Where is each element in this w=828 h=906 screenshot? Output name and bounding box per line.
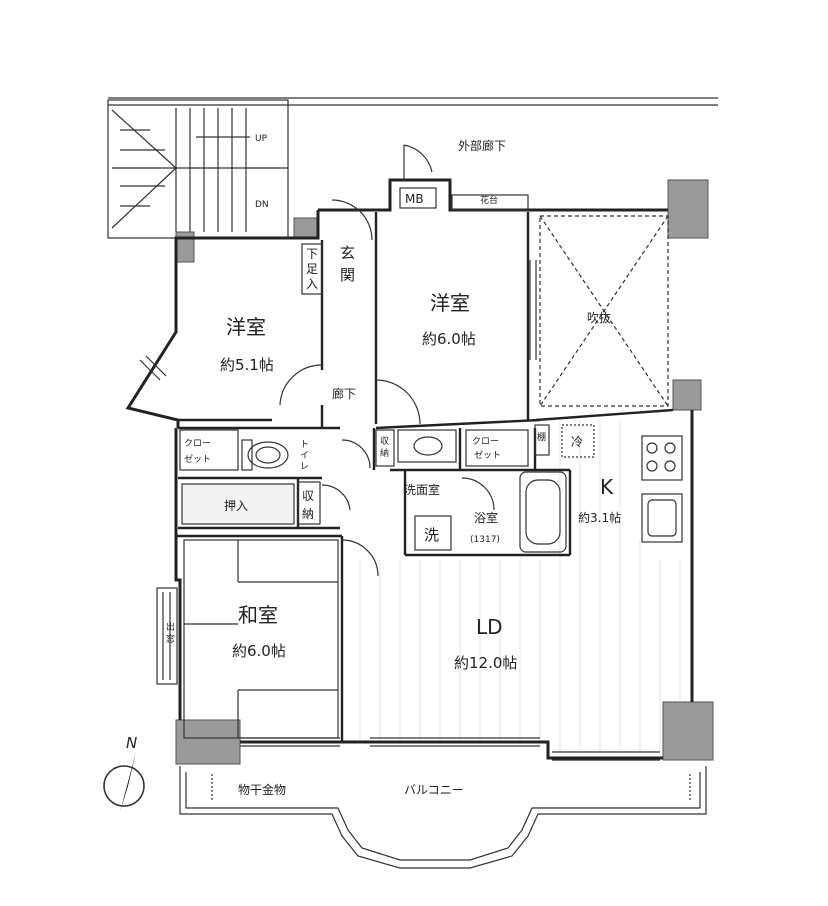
pillars bbox=[175, 179, 714, 765]
washitsu-size: 約6.0帖 bbox=[232, 642, 286, 660]
kitchen-label: K bbox=[600, 475, 614, 499]
closet-west-line2: ゼット bbox=[184, 453, 211, 465]
ld-size: 約12.0帖 bbox=[454, 654, 517, 672]
shelf-label: 棚 bbox=[537, 431, 546, 443]
kitchen-size: 約3.1帖 bbox=[578, 510, 621, 525]
shoe-cupboard bbox=[301, 243, 323, 295]
bath-size-label: (1317) bbox=[470, 535, 500, 545]
shoe-cupboard-char-3: 入 bbox=[306, 277, 318, 291]
toilet-char-3: レ bbox=[300, 462, 309, 472]
closet-east-line2: ゼット bbox=[474, 449, 501, 461]
room-n-size: 約6.0帖 bbox=[422, 330, 476, 348]
washitsu-name: 和室 bbox=[238, 603, 278, 627]
washer-box bbox=[414, 515, 452, 551]
closet-east bbox=[465, 429, 529, 467]
interior-walls bbox=[176, 212, 674, 742]
wash-basin bbox=[397, 429, 457, 463]
room-nw-name: 洋室 bbox=[226, 315, 266, 339]
storage-small-char-1: 収 bbox=[380, 435, 389, 447]
storage-small-char-2: 納 bbox=[380, 447, 389, 459]
balcony-label: バルコニー bbox=[404, 783, 464, 797]
ld-flooring bbox=[359, 420, 681, 752]
mb-box bbox=[399, 187, 437, 209]
flower-stand-label: 花台 bbox=[480, 194, 498, 206]
storage-2-char-1: 収 bbox=[302, 489, 314, 503]
closet-west bbox=[179, 429, 239, 471]
storage-2-char-2: 納 bbox=[302, 507, 314, 521]
ld-label: LD bbox=[476, 615, 503, 639]
fukinuke-label: 吹抜 bbox=[587, 311, 611, 325]
balcony bbox=[179, 766, 707, 869]
closet-west-line1: クロー bbox=[184, 438, 211, 449]
oshiire-box bbox=[181, 483, 295, 525]
kitchen-sink bbox=[641, 493, 683, 543]
genkan-label-1: 玄 bbox=[340, 244, 355, 262]
north-compass bbox=[103, 752, 145, 812]
fridge-space bbox=[561, 424, 595, 458]
outer-corridor-rail bbox=[108, 97, 718, 106]
genkan-label-2: 関 bbox=[340, 266, 355, 284]
toilet-char-2: イ bbox=[300, 451, 309, 461]
windows bbox=[139, 260, 660, 761]
bathtub bbox=[519, 471, 567, 553]
demado-char-2: 窓 bbox=[166, 633, 175, 645]
closet-east-line1: クロー bbox=[472, 436, 499, 447]
wash-label: 洗 bbox=[424, 526, 439, 544]
demado-char-1: 出 bbox=[166, 621, 175, 633]
toilet-char-1: ト bbox=[300, 440, 309, 450]
fridge-label: 冷 bbox=[571, 435, 583, 449]
bath-label: 浴室 bbox=[474, 510, 498, 525]
storage-2-box bbox=[297, 481, 321, 525]
senmen-label: 洗面室 bbox=[404, 482, 440, 497]
mb-label: MB bbox=[405, 192, 424, 206]
fukinuke-void bbox=[539, 215, 669, 407]
outer-corridor-label: 外部廊下 bbox=[458, 138, 506, 153]
bay-window bbox=[156, 587, 178, 685]
room-n-name: 洋室 bbox=[430, 291, 470, 315]
storage-small bbox=[375, 429, 395, 467]
stair-down-label: DN bbox=[255, 200, 269, 210]
staircase bbox=[107, 99, 289, 239]
oshiire-label: 押入 bbox=[224, 499, 248, 513]
stove bbox=[641, 435, 683, 481]
hallway-label: 廊下 bbox=[332, 386, 356, 401]
door-swings bbox=[279, 144, 495, 577]
monohoshi-label: 物干金物 bbox=[238, 782, 286, 797]
flower-stand-box bbox=[451, 194, 529, 211]
shoe-cupboard-char-1: 下 bbox=[306, 247, 318, 261]
north-label: N bbox=[126, 734, 137, 752]
tatami-layout bbox=[183, 539, 339, 739]
toilet-fixture bbox=[241, 439, 289, 471]
room-nw-size: 約5.1帖 bbox=[220, 356, 274, 374]
stair-up-label: UP bbox=[255, 134, 268, 144]
shelf-box bbox=[534, 424, 550, 456]
shoe-cupboard-char-2: 足 bbox=[306, 262, 318, 276]
